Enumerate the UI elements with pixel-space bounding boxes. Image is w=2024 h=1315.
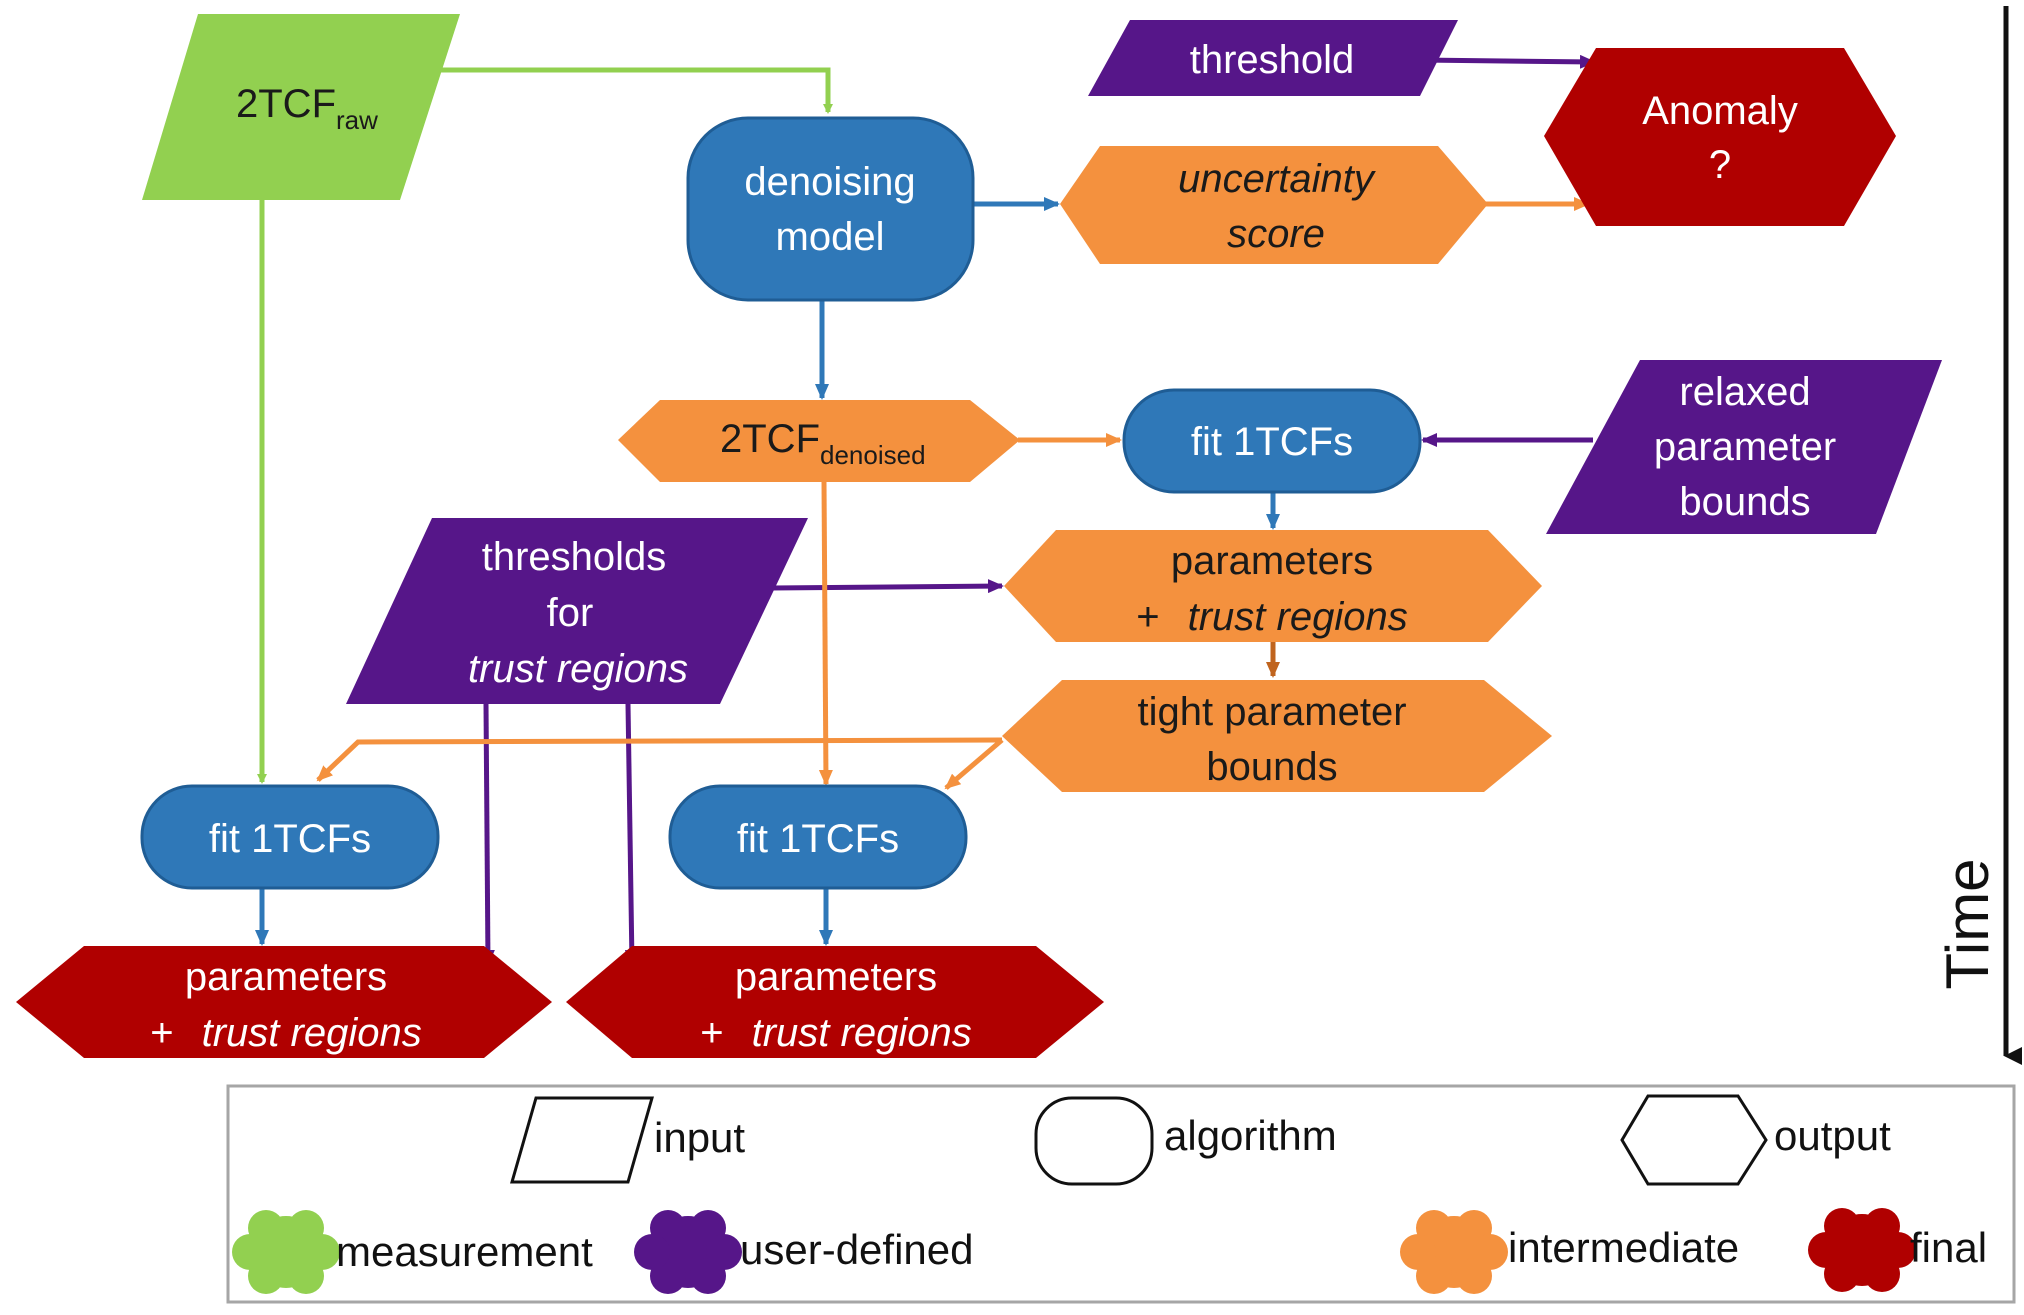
denoising-line1: denoising [744,160,915,204]
legend-input-shape [510,1096,654,1184]
thresholds-line2: for [547,591,594,635]
threshold-label: threshold [1190,38,1355,82]
arrow-threshold-to-anomaly [1419,54,1596,69]
arrow-thresholds-to-params-left [480,703,495,966]
fit-left-label: fit 1TCFs [209,817,371,861]
arrow-tight-to-fit-mid [944,738,1004,790]
node-fit-mid: fit 1TCFs [668,784,968,890]
thresholds-line3: trust regions [468,647,688,691]
legend-output-shape [1620,1094,1768,1186]
arrow-tight-to-fit-left [316,737,1003,782]
relaxed-line2: parameter [1654,425,1836,469]
node-thresholds-trust: thresholds for trust regions [346,518,808,704]
fit-top-label: fit 1TCFs [1191,420,1353,464]
node-params-mid: parameters +trust regions [1004,530,1542,642]
node-threshold: threshold [1088,20,1458,96]
params-mid-line1: parameters [1171,539,1373,583]
legend-user-defined-label: user-defined [740,1226,973,1273]
arrows [255,6,2022,1065]
legend-final-label: final [1910,1224,1987,1271]
tight-line1: tight parameter [1137,690,1406,734]
legend-measurement-label: measurement [336,1228,593,1275]
legend-measurement-swatch [232,1210,340,1294]
node-2tcf-raw: 2TCFraw [142,14,460,200]
legend-final-swatch [1808,1208,1916,1292]
legend-intermediate-label: intermediate [1508,1224,1739,1271]
node-anomaly: Anomaly ? [1544,48,1896,226]
params-left-line2: +trust regions [150,1011,421,1055]
legend: input algorithm output measurement user-… [226,1084,2016,1304]
raw-label: 2TCFraw [236,82,378,135]
legend-algorithm-shape [1034,1096,1154,1186]
relaxed-line3: bounds [1679,480,1810,524]
node-2tcf-denoised: 2TCFdenoised [618,400,1020,482]
arrow-raw-to-denoising [440,67,833,114]
legend-user-defined-swatch [634,1210,742,1294]
node-denoising-model: denoising model [686,116,975,302]
denoised-label: 2TCFdenoised [720,417,926,470]
arrow-thresholds-to-params-right [624,703,639,966]
node-uncertainty-score: uncertainty score [1060,146,1488,264]
node-relaxed-bounds: relaxed parameter bounds [1546,360,1942,534]
relaxed-line1: relaxed [1679,370,1810,414]
node-params-right: parameters +trust regions [566,946,1104,1058]
params-right-line1: parameters [735,955,937,999]
time-label: Time [1934,858,2001,989]
params-right-line2: +trust regions [700,1011,971,1055]
legend-algorithm-label: algorithm [1164,1112,1337,1159]
anomaly-line1: Anomaly [1642,89,1798,133]
uncertainty-line2: score [1227,212,1325,256]
legend-output-label: output [1774,1112,1891,1159]
anomaly-line2: ? [1709,143,1731,187]
thresholds-line1: thresholds [482,535,667,579]
node-params-left: parameters +trust regions [16,946,552,1058]
legend-intermediate-swatch [1400,1210,1508,1294]
legend-input-label: input [654,1114,745,1161]
node-fit-top: fit 1TCFs [1122,388,1422,494]
denoising-line2: model [776,215,885,259]
node-fit-left: fit 1TCFs [140,784,440,890]
uncertainty-line1: uncertainty [1178,157,1377,201]
params-left-line1: parameters [185,955,387,999]
arrow-thresholds-to-params-mid [771,579,1004,594]
params-mid-line2: +trust regions [1136,595,1407,639]
tight-line2: bounds [1206,745,1337,789]
arrow-denoised-to-fit-mid [818,481,833,786]
legend-box [226,1084,2016,1304]
fit-mid-label: fit 1TCFs [737,817,899,861]
node-tight-bounds: tight parameter bounds [1002,680,1552,792]
